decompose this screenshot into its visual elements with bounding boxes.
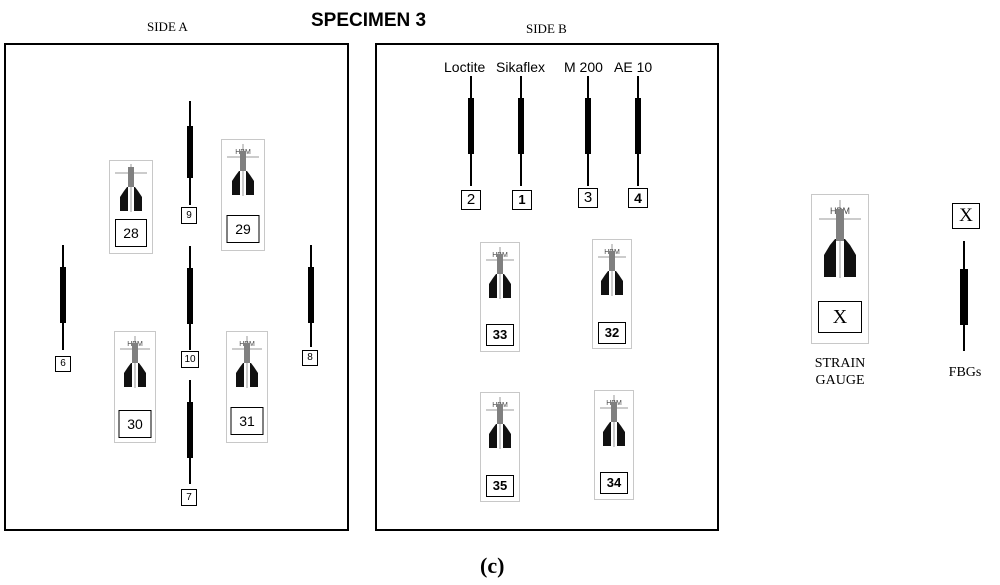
fbg-grating xyxy=(960,269,968,325)
strain-gauge-icon: HBM xyxy=(486,247,514,299)
strain-gauge-number-box: 31 xyxy=(230,407,264,435)
strain-gauge: HBM 34 xyxy=(594,390,634,500)
strain-gauge: HBM 32 xyxy=(592,239,632,349)
strain-gauge-number-box: 35 xyxy=(486,475,514,497)
fbg-grating xyxy=(468,98,474,154)
strain-gauge: HBM 33 xyxy=(480,242,520,352)
fbg-sensor xyxy=(308,245,314,347)
fbg-number-box: 4 xyxy=(628,188,648,208)
fbg-sensor xyxy=(60,245,66,350)
fbg-number-box: 1 xyxy=(512,190,532,210)
adhesive-label-loctite: Loctite xyxy=(444,59,486,75)
fbg-sensor xyxy=(187,101,193,205)
side-a-panel xyxy=(4,43,349,531)
fbg-grating xyxy=(187,402,193,458)
fbg-number-box: 8 xyxy=(302,350,318,366)
fbg-number-box: 6 xyxy=(55,356,71,372)
strain-gauge-icon xyxy=(115,164,147,212)
fbg-grating xyxy=(187,268,193,324)
strain-gauge: HBM 31 xyxy=(226,331,268,443)
legend-strain-label-line1: STRAIN xyxy=(814,356,866,371)
strain-gauge: HBM 35 xyxy=(480,392,520,502)
strain-gauge-number-box: 29 xyxy=(226,215,260,243)
legend-fbg-symbol: X xyxy=(952,203,980,229)
fbg-sensor xyxy=(518,76,524,186)
fbg-grating xyxy=(60,267,66,323)
strain-gauge-icon: HBM xyxy=(232,336,262,388)
fbg-sensor xyxy=(187,380,193,484)
fbg-sensor xyxy=(585,76,591,186)
side-a-label: SIDE A xyxy=(147,19,188,34)
strain-gauge-number-box: 30 xyxy=(118,410,152,438)
side-b-label: SIDE B xyxy=(526,21,567,36)
fbg-grating xyxy=(585,98,591,154)
fbg-number-box: 3 xyxy=(578,188,598,208)
adhesive-label-sikaflex: Sikaflex xyxy=(496,59,546,75)
strain-gauge: 28 xyxy=(109,160,153,254)
strain-gauge-icon: HBM xyxy=(819,200,861,278)
strain-gauge: HBM 30 xyxy=(114,331,156,443)
strain-gauge-icon: HBM xyxy=(120,336,150,388)
side-b-panel xyxy=(375,43,719,531)
fbg-sensor xyxy=(468,76,474,186)
figure-caption: (c) xyxy=(480,553,505,578)
fbg-grating xyxy=(635,98,641,154)
fbg-sensor xyxy=(187,246,193,350)
fbg-number-box: 7 xyxy=(181,489,197,506)
legend-fbg-label: FBGs xyxy=(948,365,982,380)
strain-gauge-number-box: 28 xyxy=(115,219,147,247)
legend-fbg-sensor xyxy=(960,241,968,351)
legend-strain-gauge-label: STRAIN GAUGE xyxy=(800,355,880,389)
fbg-number-box: 2 xyxy=(461,190,481,210)
legend-strain-gauge: HBM X xyxy=(811,194,869,344)
fbg-grating xyxy=(187,126,193,178)
adhesive-label-m200: M 200 xyxy=(564,59,603,75)
strain-gauge-number-box: 34 xyxy=(600,472,628,494)
strain-gauge-icon: HBM xyxy=(600,395,628,447)
fbg-grating xyxy=(308,267,314,323)
legend-strain-label-line2: GAUGE xyxy=(815,373,865,388)
fbg-number-box: 9 xyxy=(181,207,197,224)
fbg-grating xyxy=(518,98,524,154)
fbg-sensor xyxy=(635,76,641,186)
fbg-number-box: 10 xyxy=(181,351,199,368)
adhesive-label-ae10: AE 10 xyxy=(614,59,653,75)
strain-gauge: HBM 29 xyxy=(221,139,265,251)
legend-gauge-symbol: X xyxy=(818,301,862,333)
strain-gauge-icon: HBM xyxy=(227,144,259,196)
strain-gauge-icon: HBM xyxy=(598,244,626,296)
strain-gauge-number-box: 33 xyxy=(486,324,514,346)
strain-gauge-icon: HBM xyxy=(486,397,514,449)
strain-gauge-number-box: 32 xyxy=(598,322,626,344)
diagram-title: SPECIMEN 3 xyxy=(311,10,427,31)
